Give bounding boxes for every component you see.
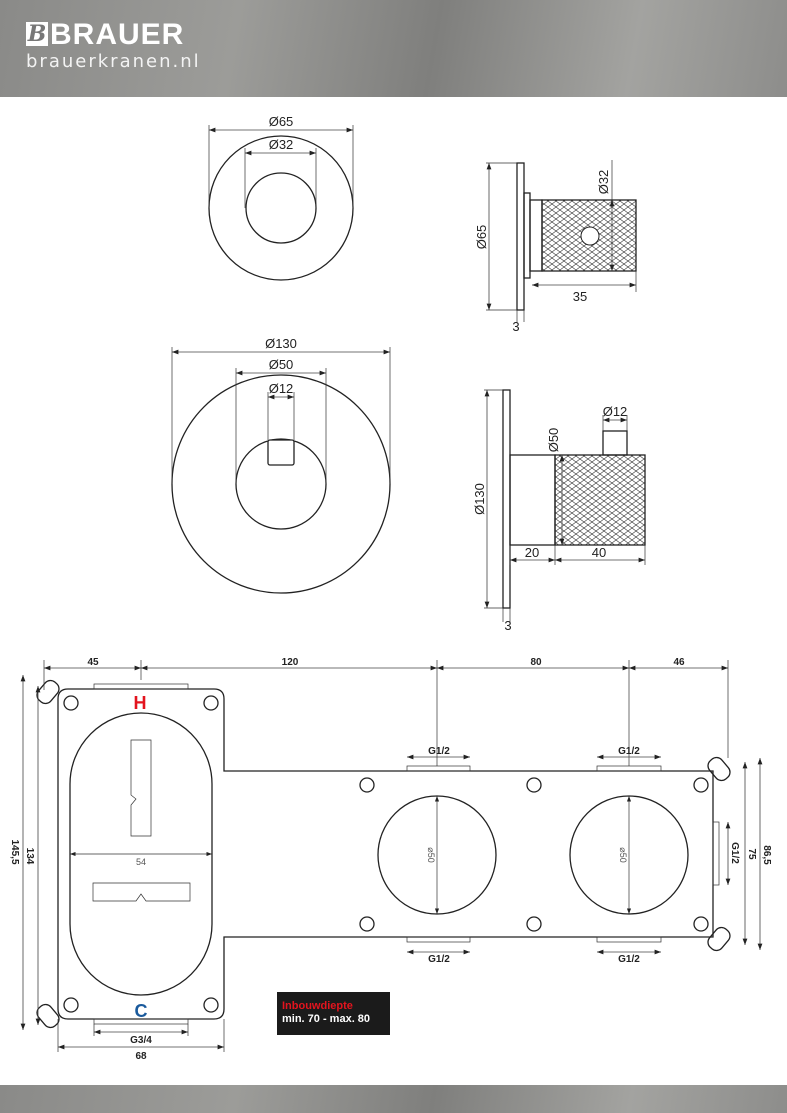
dim-right-75: 75 [746, 848, 757, 860]
dim-port-bottom-2: G1/2 [618, 954, 640, 965]
dim-right-port: G1/2 [729, 842, 740, 864]
installation-depth-title: Inbouwdiepte [282, 1000, 353, 1012]
footer-banner [0, 1085, 787, 1113]
dim-width-68: 68 [135, 1051, 147, 1062]
dim-mixer-side-diameter: Ø130 [472, 483, 487, 515]
dim-top-46: 46 [673, 657, 685, 668]
brand-url: brauerkranen.nl [26, 51, 201, 72]
dim-mixer-stem: Ø12 [269, 381, 294, 396]
cutout-left-diameter: ⌀50 [426, 847, 436, 862]
dim-oval-width: 54 [136, 857, 146, 867]
dim-side-plate: 3 [512, 319, 519, 334]
logo-mark-icon: B [26, 21, 48, 47]
dim-side-diameter: Ø65 [474, 225, 489, 250]
dim-height-145-5: 145,5 [9, 839, 20, 864]
dim-height-134: 134 [24, 848, 35, 865]
dim-mixer-side-body: Ø50 [546, 428, 561, 453]
knob-front-view: Ø65 Ø32 [208, 114, 354, 281]
built-in-box: 54 ⌀50 ⌀50 H C 45 120 80 [9, 657, 772, 1062]
dim-top-120: 120 [282, 657, 299, 668]
dim-port-top-1: G1/2 [428, 746, 450, 757]
screw-holes [63, 695, 709, 1013]
dim-mixer-side-stem: Ø12 [603, 404, 628, 419]
dim-inlet: G3/4 [130, 1035, 152, 1046]
cold-label: C [135, 1001, 148, 1021]
dim-side-length: 35 [573, 289, 587, 304]
mixer-side-view: Ø130 Ø50 Ø12 20 40 3 [472, 389, 646, 633]
dim-side-knob: Ø32 [596, 170, 611, 195]
brand-name: BRAUER [50, 18, 185, 51]
dim-mixer-side-plate: 3 [504, 618, 511, 633]
dim-top-45: 45 [87, 657, 99, 668]
dim-knob-outer: Ø65 [269, 114, 294, 129]
dim-port-bottom-1: G1/2 [428, 954, 450, 965]
dim-knob-inner: Ø32 [269, 137, 294, 152]
dim-port-top-2: G1/2 [618, 746, 640, 757]
installation-depth-value: min. 70 - max. 80 [282, 1013, 371, 1025]
dim-mixer-side-knob: 40 [592, 545, 606, 560]
dim-mixer-outer: Ø130 [265, 336, 297, 351]
dim-top-80: 80 [530, 657, 542, 668]
dim-mixer-side-collar: 20 [525, 545, 539, 560]
cutout-right-diameter: ⌀50 [618, 847, 628, 862]
mixer-front-view: Ø130 Ø50 Ø12 [171, 336, 391, 594]
knob-side-view: Ø65 Ø32 35 3 [474, 160, 637, 334]
hot-label: H [134, 693, 147, 713]
dim-mixer-body: Ø50 [269, 357, 294, 372]
installation-depth-box: Inbouwdiepte min. 70 - max. 80 [277, 992, 390, 1035]
dim-right-86-5: 86,5 [761, 845, 772, 865]
